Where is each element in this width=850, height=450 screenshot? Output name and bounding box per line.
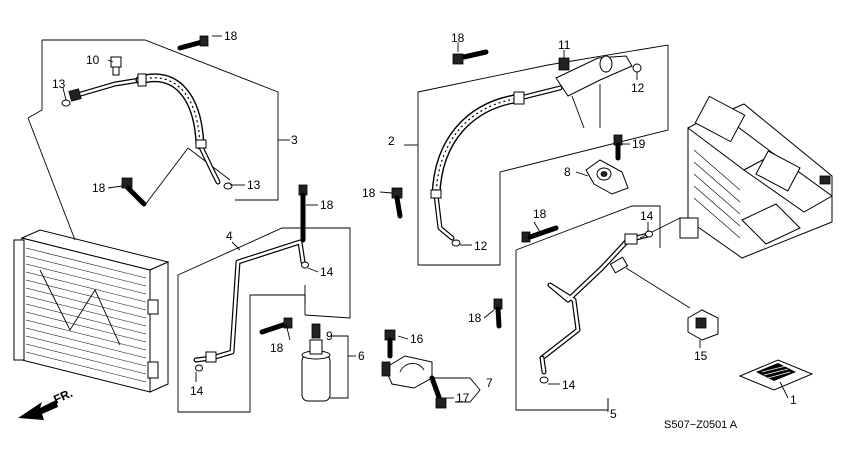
o-ring-14d[interactable] bbox=[539, 376, 549, 384]
callout-19: 19 bbox=[632, 137, 646, 151]
o-ring-13b[interactable] bbox=[223, 182, 233, 190]
callout-12a: 12 bbox=[631, 81, 645, 95]
callout-18g: 18 bbox=[533, 207, 547, 221]
callout-14a: 14 bbox=[320, 265, 334, 279]
bolt-16[interactable] bbox=[384, 329, 396, 359]
o-ring-14b[interactable] bbox=[195, 364, 203, 372]
callout-13b: 13 bbox=[247, 178, 261, 192]
bolt-10[interactable] bbox=[110, 56, 122, 76]
o-ring-12b[interactable] bbox=[451, 239, 461, 247]
callout-18h: 18 bbox=[468, 311, 482, 325]
bolt-19[interactable] bbox=[613, 134, 623, 161]
callout-9: 9 bbox=[326, 329, 333, 343]
callout-7: 7 bbox=[486, 376, 493, 390]
receiver-bracket[interactable] bbox=[381, 355, 433, 389]
callout-2: 2 bbox=[388, 134, 395, 148]
bolt-18f[interactable] bbox=[391, 187, 403, 219]
leader-lines bbox=[62, 35, 701, 399]
callout-18c: 18 bbox=[320, 198, 334, 212]
callout-18e: 18 bbox=[451, 31, 465, 45]
callout-13a: 13 bbox=[52, 77, 66, 91]
bolt-18d[interactable] bbox=[259, 317, 293, 335]
discharge-hose[interactable] bbox=[68, 73, 221, 185]
condenser-pipe[interactable] bbox=[193, 239, 306, 363]
bolt-18c[interactable] bbox=[298, 184, 308, 243]
condenser[interactable] bbox=[13, 229, 170, 393]
caution-label-icon[interactable] bbox=[738, 359, 814, 391]
callout-16: 16 bbox=[410, 332, 424, 346]
bolt-17[interactable] bbox=[429, 375, 447, 409]
condenser-pipe-group bbox=[177, 227, 351, 413]
o-ring-12a[interactable] bbox=[632, 63, 642, 73]
bolt-18e[interactable] bbox=[452, 49, 489, 65]
bolt-18h[interactable] bbox=[493, 298, 503, 329]
bolt-18g[interactable] bbox=[521, 225, 559, 243]
callout-6: 6 bbox=[358, 349, 365, 363]
evaporator-pipe-fitting[interactable] bbox=[555, 55, 633, 129]
callout-12b: 12 bbox=[474, 239, 488, 253]
o-ring-13a[interactable] bbox=[61, 99, 71, 107]
callout-18f: 18 bbox=[362, 186, 376, 200]
callout-15: 15 bbox=[694, 349, 708, 363]
suction-hose-group bbox=[404, 44, 669, 266]
callout-5: 5 bbox=[610, 407, 617, 421]
front-direction-arrow-icon bbox=[18, 400, 58, 420]
callout-4: 4 bbox=[226, 229, 233, 243]
pipe-holder-15[interactable] bbox=[687, 309, 719, 341]
callout-8: 8 bbox=[564, 165, 571, 179]
callout-18d: 18 bbox=[270, 341, 284, 355]
part-callouts: 1 2 3 4 5 6 7 8 9 10 11 12 12 13 13 14 1… bbox=[52, 29, 797, 421]
suction-hose[interactable] bbox=[430, 85, 563, 241]
callout-17: 17 bbox=[456, 391, 470, 405]
evaporator-pipe[interactable] bbox=[539, 232, 651, 375]
bolt-18b[interactable] bbox=[121, 177, 147, 207]
evaporator-pipe-group bbox=[515, 205, 661, 412]
diagram-reference-code: S507−Z0501 A bbox=[664, 419, 738, 431]
callout-3: 3 bbox=[291, 133, 298, 147]
callout-10: 10 bbox=[86, 53, 100, 67]
o-ring-14c[interactable] bbox=[645, 230, 653, 238]
callout-1: 1 bbox=[790, 393, 797, 407]
callout-14c: 14 bbox=[640, 209, 654, 223]
front-direction-label: FR. bbox=[51, 386, 74, 407]
callout-18a: 18 bbox=[224, 29, 238, 43]
evaporator-unit[interactable] bbox=[679, 95, 833, 259]
o-ring-14a[interactable] bbox=[301, 261, 309, 269]
pressure-switch-9[interactable] bbox=[311, 323, 321, 339]
bolt-11[interactable] bbox=[558, 57, 570, 71]
callout-18b: 18 bbox=[92, 181, 106, 195]
pipe-clamp-8[interactable] bbox=[585, 159, 629, 195]
callout-14b: 14 bbox=[190, 384, 204, 398]
bolt-18a[interactable] bbox=[177, 35, 209, 51]
callout-11: 11 bbox=[558, 38, 571, 52]
callout-14d: 14 bbox=[562, 378, 576, 392]
discharge-hose-group bbox=[27, 39, 290, 241]
receiver-drier[interactable] bbox=[301, 339, 331, 402]
